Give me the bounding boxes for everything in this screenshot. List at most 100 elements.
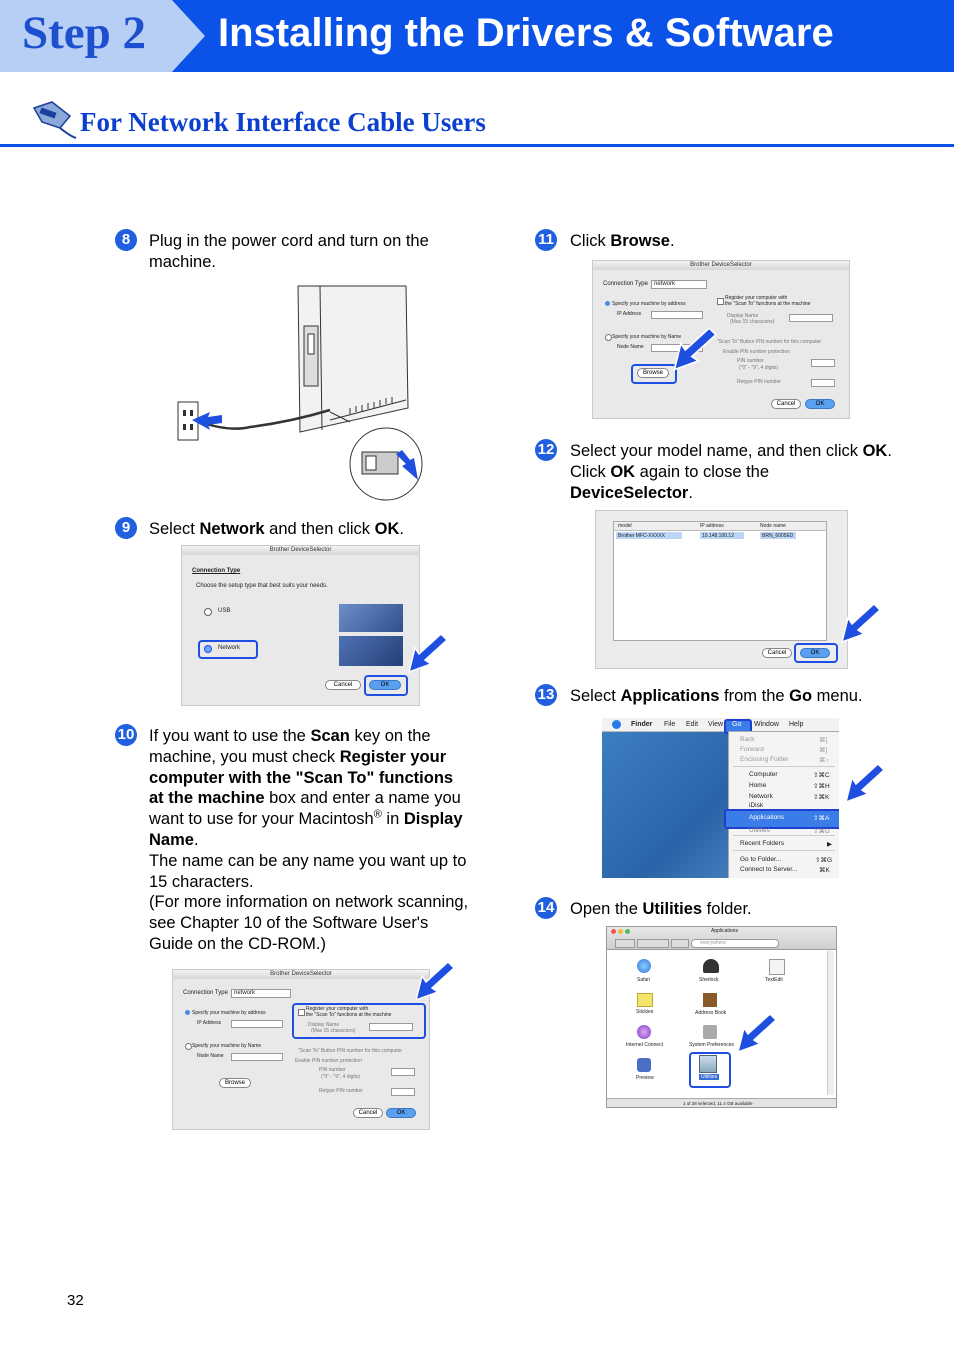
menu-finder[interactable]: Finder [631,721,653,728]
enable-pin-label[interactable]: Enable PIN number protection [295,1058,362,1064]
utilities-folder-icon[interactable] [699,1055,717,1073]
connection-type-select[interactable]: network [231,989,291,998]
window-title: Brother DeviceSelector [182,546,419,555]
go-back-item[interactable]: Back [740,736,755,743]
cancel-button[interactable]: Cancel [353,1108,383,1118]
system-preferences-icon[interactable] [703,1025,717,1039]
node-name-field[interactable] [651,344,703,352]
menu-help[interactable]: Help [789,721,804,728]
cancel-button[interactable]: Cancel [771,399,801,409]
node-name-field[interactable] [231,1053,283,1061]
go-enclosing-item[interactable]: Enclosing Folder [740,756,789,763]
menu-divider [733,835,835,836]
app-label-sherlock[interactable]: Sherlock [699,977,719,983]
browse-highlight [631,364,677,384]
browse-button[interactable]: Browse [637,368,669,378]
applications-finder-window: Applications everywhere Safari Sherlock … [606,926,837,1108]
textedit-icon[interactable] [769,959,785,975]
ok-button[interactable]: OK [800,648,830,658]
zoom-icon[interactable] [625,929,630,934]
step-8-line2: machine. [149,252,216,271]
step-12-text: Select your model name, and then click O… [570,442,892,502]
app-label-address-book[interactable]: Address Book [695,1010,727,1016]
app-label-preview[interactable]: Preview [636,1075,654,1081]
minimize-icon[interactable] [618,929,623,934]
stickies-icon[interactable] [637,993,653,1007]
search-input[interactable]: everywhere [691,939,779,948]
connection-type-select[interactable]: network [651,280,707,289]
internet-connect-icon[interactable] [637,1025,651,1039]
network-radio[interactable] [204,645,212,653]
applications-highlight [724,809,839,829]
app-label-safari[interactable]: Safari [637,977,651,983]
close-icon[interactable] [611,929,616,934]
row-highlight [616,532,682,539]
display-name-field[interactable] [369,1023,413,1031]
go-home-item[interactable]: Home [749,782,767,789]
pin-number-field[interactable] [811,359,835,367]
usb-radio[interactable] [204,608,212,616]
apple-icon[interactable] [612,720,621,729]
register-checkbox[interactable] [717,298,724,305]
register-checkbox[interactable] [298,1009,305,1016]
menu-go[interactable]: Go [732,721,742,728]
network-option-highlight[interactable] [198,640,258,659]
step-9-text: Select Network and then click OK. [149,520,404,538]
retype-pin-field[interactable] [391,1088,415,1096]
ok-button[interactable]: OK [369,680,401,690]
ok-button[interactable]: OK [805,399,835,409]
go-idisk-item[interactable]: iDisk [749,802,764,809]
ip-address-field[interactable] [231,1020,283,1028]
device-row-ip[interactable]: 10.148.100.12 [702,533,734,539]
sherlock-icon[interactable] [703,959,719,973]
go-computer-item[interactable]: Computer [749,771,778,778]
address-book-icon[interactable] [703,993,717,1007]
by-address-radio[interactable] [605,301,610,306]
go-network-item[interactable]: Network [749,793,773,800]
register-label: Register your computer with [306,1006,369,1012]
enable-pin-label[interactable]: Enable PIN number protection [723,349,790,355]
cancel-button[interactable]: Cancel [762,648,792,658]
menu-window[interactable]: Window [754,721,779,728]
go-forward-item[interactable]: Forward [740,746,764,753]
cancel-button[interactable]: Cancel [325,680,361,690]
go-to-folder-item[interactable]: Go to Folder... [740,856,782,863]
app-label-utilities[interactable]: Utilities [699,1074,720,1080]
ip-address-field[interactable] [651,311,703,319]
device-selector-browse-window: Brother DeviceSelector Connection Type n… [592,260,850,419]
by-address-radio[interactable] [185,1010,190,1015]
scrollbar[interactable] [827,951,834,1095]
device-row-node[interactable]: BRN_6005ED [762,533,794,539]
menu-edit[interactable]: Edit [686,721,699,728]
retype-pin-field[interactable] [811,379,835,387]
preview-icon[interactable] [637,1058,651,1072]
back-forward-icon[interactable] [615,939,635,948]
app-label-textedit[interactable]: TextEdit [765,977,783,983]
by-name-radio[interactable] [185,1043,192,1050]
device-row-model[interactable]: Brother MFC-XXXXX [618,533,665,539]
action-gear-icon[interactable] [671,939,689,948]
go-recent-folders-item[interactable]: Recent Folders [740,840,785,847]
safari-icon[interactable] [637,959,651,973]
view-mode-icon[interactable] [637,939,669,948]
step-number-13: 13 [535,684,557,706]
ok-button[interactable]: OK [386,1108,416,1118]
go-utilities-item[interactable]: Utilities [749,827,770,834]
menu-divider [733,850,835,851]
ip-address-label: IP Address [197,1020,222,1026]
menu-file[interactable]: File [664,721,676,728]
step-14-text: Open the Utilities folder. [570,900,752,918]
app-label-stickies[interactable]: Stickies [636,1009,654,1015]
go-applications-item[interactable]: Applications [749,814,785,821]
app-label-internet-connect[interactable]: Internet Connect [626,1042,663,1048]
window-title: Brother DeviceSelector [173,970,429,979]
app-label-system-preferences[interactable]: System Preferences [689,1042,735,1048]
ok-highlight [364,675,408,696]
connect-server-item[interactable]: Connect to Server... [740,866,798,873]
pin-number-field[interactable] [391,1068,415,1076]
by-name-radio[interactable] [605,334,612,341]
display-name-field[interactable] [789,314,833,322]
network-cable-picture [339,636,403,666]
browse-button[interactable]: Browse [219,1078,251,1088]
menu-view[interactable]: View [708,721,724,728]
